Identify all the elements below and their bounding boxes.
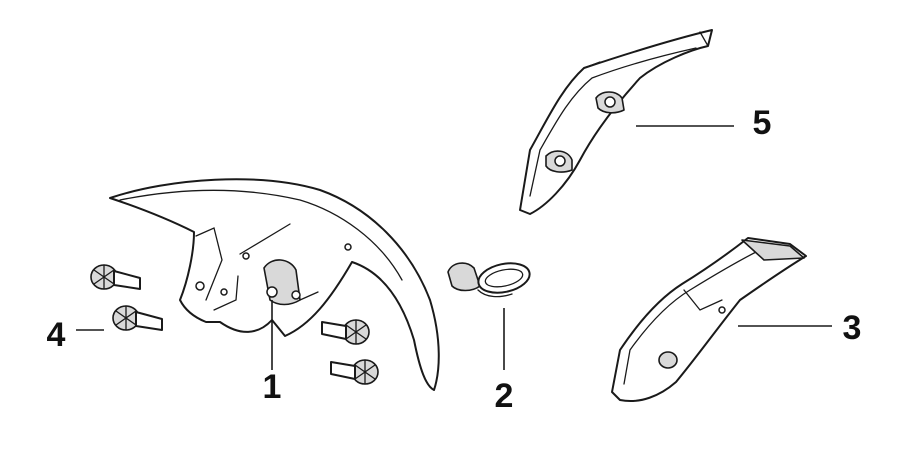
callout-5: 5	[753, 104, 772, 142]
front-fender	[109, 178, 440, 391]
screw-3	[321, 319, 370, 345]
callout-1: 1	[263, 368, 282, 406]
callout-4: 4	[47, 316, 66, 354]
screw-1	[90, 264, 141, 290]
clip-grommet	[447, 262, 531, 298]
callout-3: 3	[843, 309, 862, 347]
callout-2: 2	[495, 377, 514, 415]
screw-2	[112, 305, 163, 331]
side-panel-upper	[519, 29, 713, 215]
side-panel-lower	[611, 237, 807, 402]
screw-4	[330, 359, 379, 385]
